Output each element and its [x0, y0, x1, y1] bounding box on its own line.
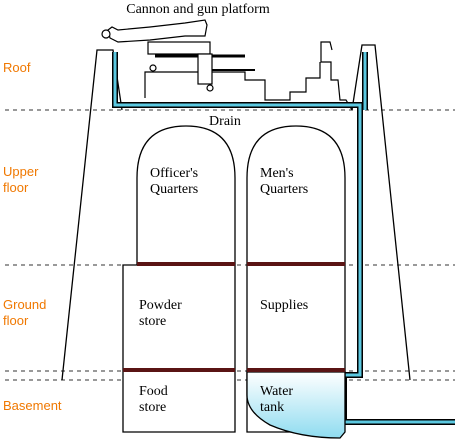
gun-platform	[144, 62, 321, 101]
carriage-block	[197, 53, 213, 85]
room-powder-1: Powder	[139, 298, 182, 313]
room-water-1: Water	[260, 384, 293, 399]
room-mens-1: Men's	[260, 166, 294, 181]
cannon	[101, 19, 255, 92]
drain-label: Drain	[209, 114, 241, 129]
cannon-carriage	[147, 41, 211, 55]
beam-officers-upper	[137, 262, 235, 266]
water-tank	[246, 371, 346, 439]
diagram-title: Cannon and gun platform	[126, 2, 270, 17]
cannon-barrel	[107, 19, 208, 43]
roof-parapet	[320, 41, 353, 111]
room-food-1: Food	[139, 384, 168, 399]
floor-label-upper-1: Upper	[3, 164, 39, 179]
beam-mens-upper	[247, 262, 345, 266]
floor-label-ground-1: Ground	[3, 297, 46, 312]
wheel-left	[149, 64, 157, 72]
room-food-2: store	[139, 400, 166, 415]
floor-label-roof: Roof	[3, 60, 31, 75]
wheel-right	[206, 84, 214, 92]
right-outer-wall	[351, 44, 411, 381]
floor-label-upper-2: floor	[3, 180, 29, 195]
floor-label-basement: Basement	[3, 398, 62, 413]
room-water-2: tank	[260, 400, 284, 415]
beam-officers-ground	[123, 368, 235, 372]
floor-beams	[123, 262, 345, 372]
room-supplies: Supplies	[260, 298, 308, 313]
room-officers-2: Quarters	[150, 182, 198, 197]
beam-mens-ground	[247, 368, 345, 372]
room-mens-2: Quarters	[260, 182, 308, 197]
room-powder-2: store	[139, 314, 166, 329]
room-officers-1: Officer's	[150, 166, 198, 181]
cannon-cascabel	[101, 29, 111, 39]
officers-column	[122, 125, 236, 433]
floor-label-ground-2: floor	[3, 313, 29, 328]
